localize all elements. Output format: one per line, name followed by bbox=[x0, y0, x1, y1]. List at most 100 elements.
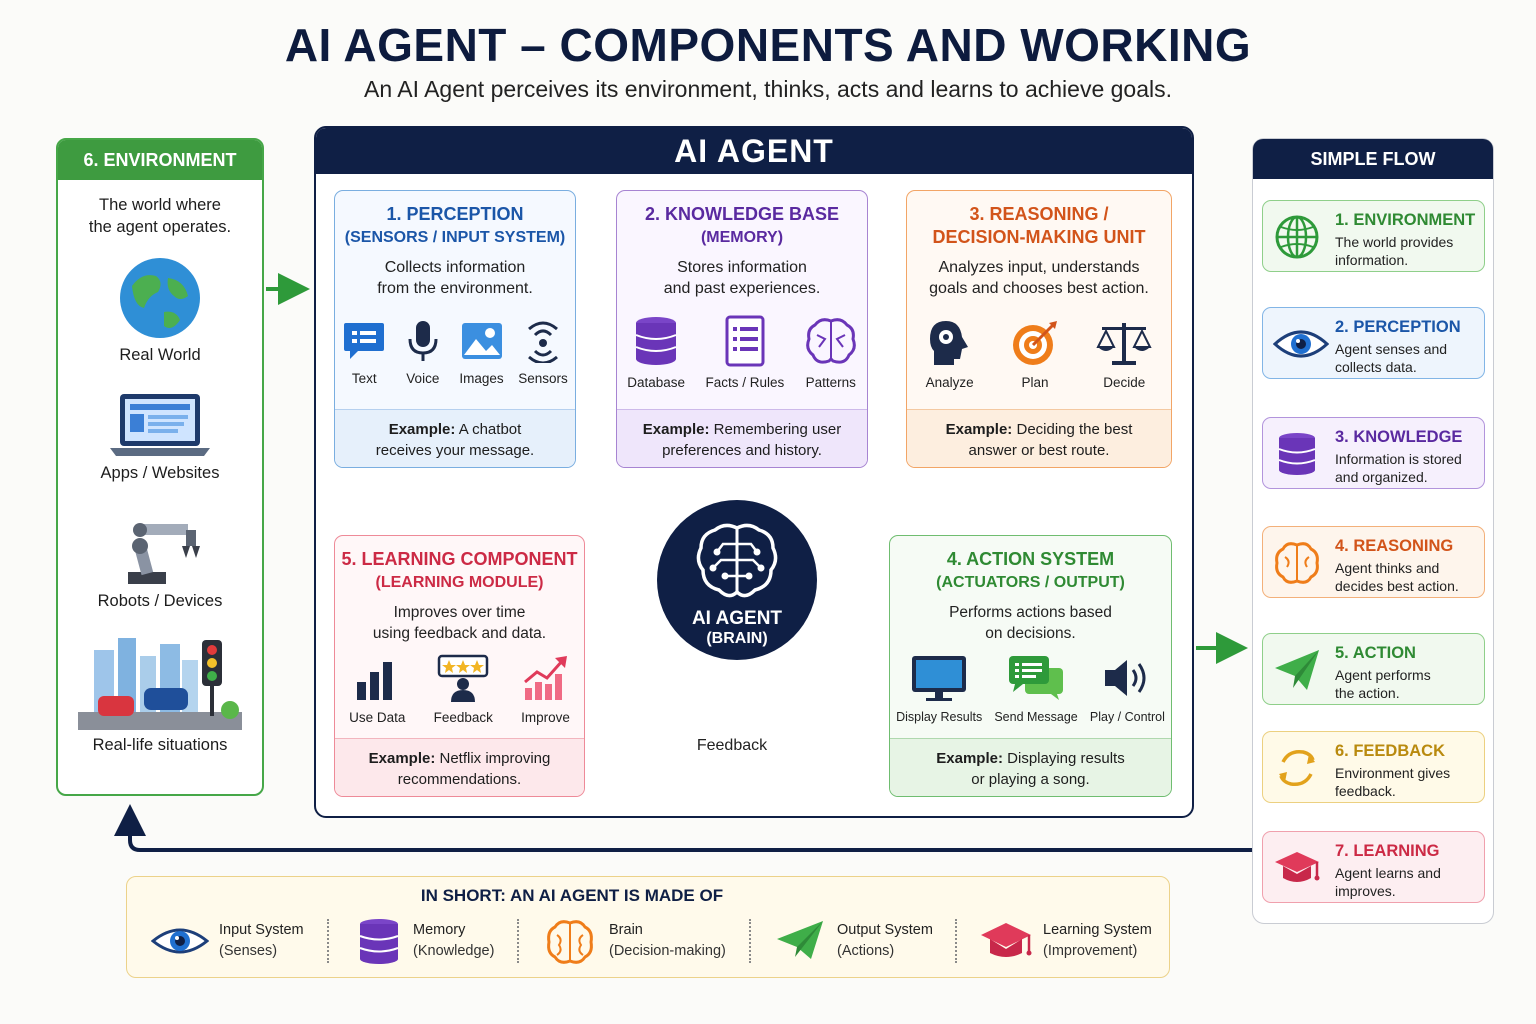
perception-text: Text bbox=[342, 319, 386, 386]
chat-text-icon bbox=[344, 323, 385, 359]
knowledge-subtitle: (MEMORY) bbox=[700, 229, 784, 246]
perception-sensors: Sensors bbox=[518, 319, 568, 386]
action-example: Example: Displaying results or playing a… bbox=[890, 738, 1171, 796]
action-desc-line1: Performs actions based bbox=[949, 604, 1112, 621]
head-gear-icon bbox=[929, 321, 968, 365]
microphone-icon bbox=[408, 321, 438, 361]
reasoning-desc-line1: Analyzes input, understands bbox=[938, 259, 1140, 276]
summary-panel: IN SHORT: AN AI AGENT IS MADE OF Input S… bbox=[126, 876, 1170, 978]
knowledge-title: 2. KNOWLEDGE BASE bbox=[644, 204, 840, 224]
brain-title: AI AGENT bbox=[691, 608, 783, 629]
robot-arm-icon bbox=[128, 523, 200, 584]
learning-desc-line1: Improves over time bbox=[393, 604, 526, 621]
reasoning-analyze: Analyze bbox=[926, 319, 974, 390]
monitor-icon bbox=[912, 656, 967, 701]
refresh-cycle-icon bbox=[1279, 749, 1315, 787]
action-title: 4. ACTION SYSTEM bbox=[946, 549, 1115, 569]
learning-feedback: Feedback bbox=[434, 654, 493, 725]
summary-item-memory: Memory (Knowledge) bbox=[357, 913, 527, 969]
bar-chart-icon bbox=[357, 662, 393, 700]
reasoning-subtitle: DECISION-MAKING UNIT bbox=[932, 227, 1146, 247]
summary-item-learning: Learning System (Improvement) bbox=[979, 913, 1159, 969]
feedback-arrow-label: Feedback bbox=[696, 737, 768, 754]
brain-icon bbox=[1275, 542, 1319, 584]
paper-plane-icon bbox=[1275, 650, 1319, 690]
knowledge-desc-line2: and past experiences. bbox=[663, 280, 821, 297]
paper-plane-icon bbox=[777, 921, 823, 959]
env-item-label: Real World bbox=[119, 346, 201, 364]
perception-images: Images bbox=[459, 319, 504, 386]
image-icon bbox=[461, 323, 502, 359]
action-play-control: Play / Control bbox=[1090, 654, 1165, 724]
eye-icon bbox=[1273, 330, 1329, 358]
action-send-message: Send Message bbox=[994, 654, 1078, 724]
target-icon bbox=[1013, 321, 1057, 365]
env-item-apps: Apps / Websites bbox=[58, 392, 262, 483]
growth-chart-icon bbox=[524, 656, 568, 700]
reasoning-desc-line2: goals and chooses best action. bbox=[929, 280, 1149, 297]
action-display-results: Display Results bbox=[896, 654, 982, 724]
reasoning-example: Example: Deciding the best answer or bes… bbox=[907, 409, 1171, 467]
knowledge-base-card: 2. KNOWLEDGE BASE (MEMORY) Stores inform… bbox=[616, 190, 868, 468]
env-item-real-life: Real-life situations bbox=[58, 632, 262, 755]
knowledge-patterns: Patterns bbox=[805, 315, 857, 390]
learning-use-data: Use Data bbox=[349, 654, 405, 725]
ai-agent-title: AI AGENT bbox=[316, 128, 1192, 174]
brain-circuit-icon bbox=[696, 523, 778, 598]
learning-desc-line2: using feedback and data. bbox=[372, 625, 547, 642]
action-desc-line2: on decisions. bbox=[985, 625, 1076, 642]
brain-subtitle: (BRAIN) bbox=[706, 630, 768, 647]
simple-flow-title: SIMPLE FLOW bbox=[1253, 139, 1493, 179]
action-subtitle: (ACTUATORS / OUTPUT) bbox=[936, 574, 1125, 591]
perception-desc-line1: Collects information bbox=[384, 259, 526, 276]
eye-icon bbox=[151, 928, 209, 954]
perception-subtitle: (SENSORS / INPUT SYSTEM) bbox=[344, 229, 566, 246]
perception-desc-line2: from the environment. bbox=[377, 280, 533, 297]
perception-example: Example: A chatbot receives your message… bbox=[335, 409, 575, 467]
graduation-cap-icon bbox=[981, 923, 1032, 957]
env-item-robots: Robots / Devices bbox=[58, 514, 262, 611]
summary-item-output: Output System (Actions) bbox=[775, 913, 965, 969]
perception-title: 1. PERCEPTION bbox=[386, 204, 524, 224]
page-subtitle: An AI Agent perceives its environment, t… bbox=[363, 76, 1172, 102]
learning-improve: Improve bbox=[521, 654, 570, 725]
learning-title: 5. LEARNING COMPONENT bbox=[341, 549, 578, 569]
laptop-icon bbox=[110, 394, 210, 456]
knowledge-desc-line1: Stores information bbox=[677, 259, 807, 276]
reasoning-card: 3. REASONING / DECISION-MAKING UNIT Anal… bbox=[906, 190, 1172, 468]
env-item-label: Apps / Websites bbox=[100, 464, 220, 482]
env-item-real-world: Real World bbox=[58, 256, 262, 365]
environment-panel: 6. ENVIRONMENT The world where the agent… bbox=[56, 138, 264, 796]
environment-desc-line1: The world where bbox=[99, 196, 221, 214]
arrow-feedback-loop-to-env bbox=[114, 804, 1252, 852]
brain-icon bbox=[547, 920, 593, 964]
summary-title: IN SHORT: AN AI AGENT IS MADE OF bbox=[420, 886, 724, 905]
feedback-rating-icon bbox=[437, 654, 489, 702]
env-item-label: Real-life situations bbox=[92, 736, 228, 754]
reasoning-decide: Decide bbox=[1096, 319, 1152, 390]
document-list-icon bbox=[725, 315, 765, 367]
page-title: AI AGENT – COMPONENTS AND WORKING bbox=[284, 19, 1252, 71]
sensor-icon bbox=[527, 321, 558, 363]
learning-subtitle: (LEARNING MODULE) bbox=[375, 574, 544, 591]
city-traffic-icon bbox=[78, 638, 242, 730]
globe-icon bbox=[1275, 215, 1319, 259]
ai-agent-brain: AI AGENT (BRAIN) bbox=[657, 500, 817, 660]
knowledge-facts: Facts / Rules bbox=[706, 315, 784, 390]
environment-desc-line2: the agent operates. bbox=[88, 218, 232, 236]
learning-card: 5. LEARNING COMPONENT (LEARNING MODULE) … bbox=[334, 535, 585, 797]
action-system-card: 4. ACTION SYSTEM (ACTUATORS / OUTPUT) Pe… bbox=[889, 535, 1172, 797]
learning-example: Example: Netflix improving recommendatio… bbox=[335, 738, 584, 796]
knowledge-database: Database bbox=[627, 315, 685, 390]
environment-title: 6. ENVIRONMENT bbox=[58, 140, 262, 180]
database-icon bbox=[635, 317, 677, 365]
perception-voice: Voice bbox=[401, 319, 445, 386]
brain-pattern-icon bbox=[805, 318, 856, 364]
globe-icon bbox=[120, 258, 200, 338]
perception-card: 1. PERCEPTION (SENSORS / INPUT SYSTEM) C… bbox=[334, 190, 576, 468]
